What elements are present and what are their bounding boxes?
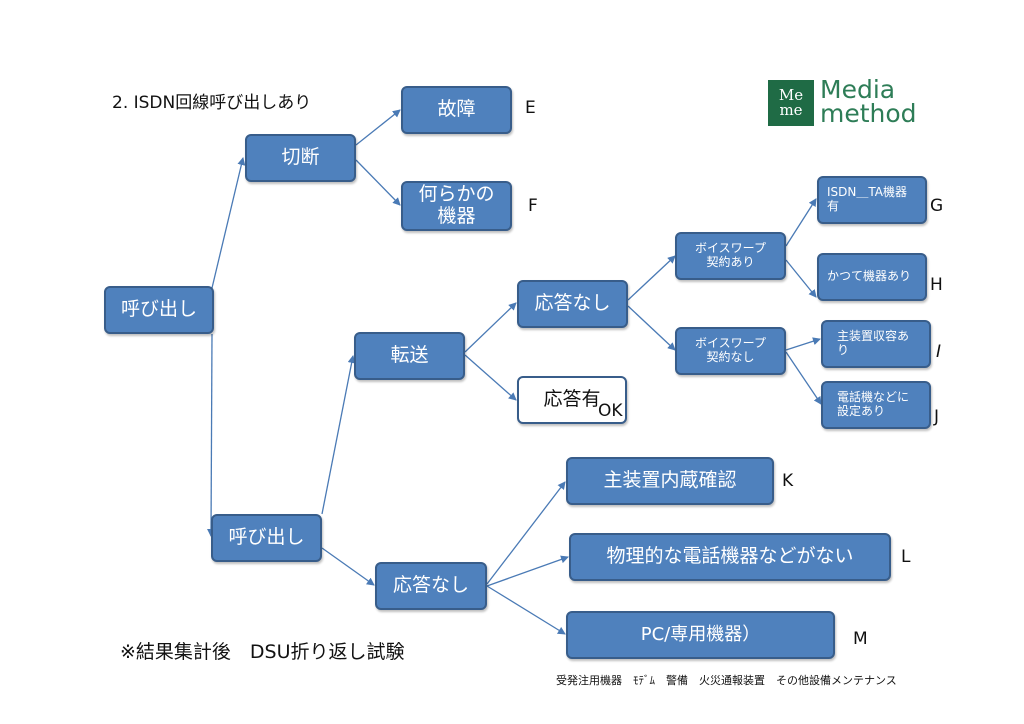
label-G: G xyxy=(930,196,944,216)
node-no-answer-1: 応答なし xyxy=(517,280,628,328)
arrow-noanswer2-builtin xyxy=(486,481,566,585)
node-phone-settings: 電話機などに設定あり xyxy=(821,381,931,429)
arrow-call-noanswer2 xyxy=(321,547,375,586)
label-M: M xyxy=(853,629,868,649)
node-some-device: 何らかの機器 xyxy=(401,181,512,231)
arrow-noanswer2-pc xyxy=(486,585,566,635)
node-isdn-ta: ISDN＿TA機器有 xyxy=(817,176,927,224)
arrow-noanswer1-vwno xyxy=(627,305,676,351)
arrow-root-call xyxy=(207,333,216,537)
node-pc-dedicated: PC/専用機器） xyxy=(566,611,835,659)
node-voicewarp-no: ボイスワープ契約なし xyxy=(675,327,786,375)
node-formerly-device: かつて機器あり xyxy=(817,253,927,301)
footnote: ※結果集計後 DSU折り返し試験 xyxy=(120,641,405,663)
page-title: 2. ISDN回線呼び出しあり xyxy=(112,93,312,113)
media-method-logo-mark: Me me xyxy=(768,80,814,126)
label-E: E xyxy=(525,98,536,118)
label-H: H xyxy=(930,275,943,295)
arrow-vwno-main xyxy=(785,337,821,351)
node-call: 呼び出し xyxy=(211,514,322,562)
arrow-transfer-noanswer1 xyxy=(464,302,517,353)
logo-mark-bottom: me xyxy=(779,101,803,119)
node-answered-label: 応答有 xyxy=(543,388,601,411)
node-transfer: 転送 xyxy=(354,332,465,380)
arrow-transfer-answered xyxy=(464,354,517,401)
node-no-answer-2: 応答なし xyxy=(375,562,487,610)
media-method-logo-text: Media method xyxy=(820,75,917,128)
node-no-physical: 物理的な電話機器などがない xyxy=(569,533,891,581)
arrow-root-cut xyxy=(211,157,246,289)
label-I: I xyxy=(936,342,942,362)
arrow-call-transfer xyxy=(321,355,356,515)
node-fault: 故障 xyxy=(401,86,512,134)
label-L: L xyxy=(901,547,911,567)
arrow-noanswer2-physical xyxy=(486,555,569,587)
arrow-cut-device xyxy=(355,159,401,206)
logo-line1: Media xyxy=(820,75,896,104)
node-voicewarp-yes: ボイスワープ契約あり xyxy=(675,232,786,280)
arrow-noanswer1-vwyes xyxy=(627,255,676,301)
label-OK: OK xyxy=(598,401,623,421)
logo-mark-top: Me xyxy=(778,86,804,104)
logo-line2: method xyxy=(820,99,917,128)
arrow-vwno-phone xyxy=(785,351,822,405)
label-F: F xyxy=(528,196,538,216)
devices-note: 受発注用機器 ﾓﾃﾞﾑ 警備 火災通報装置 その他設備メンテナンス xyxy=(556,674,897,687)
label-K: K xyxy=(782,471,794,491)
arrow-vwyes-formerly xyxy=(785,259,817,298)
node-answered: 応答有 xyxy=(517,376,627,424)
label-J: J xyxy=(934,407,940,427)
node-builtin-check: 主装置内蔵確認 xyxy=(566,457,774,505)
arrow-cut-fault xyxy=(355,109,401,146)
node-root-call: 呼び出し xyxy=(104,286,214,334)
node-main-unit: 主装置収容あり xyxy=(821,320,931,368)
node-cut: 切断 xyxy=(245,134,356,182)
arrow-vwyes-isdn xyxy=(785,198,817,247)
